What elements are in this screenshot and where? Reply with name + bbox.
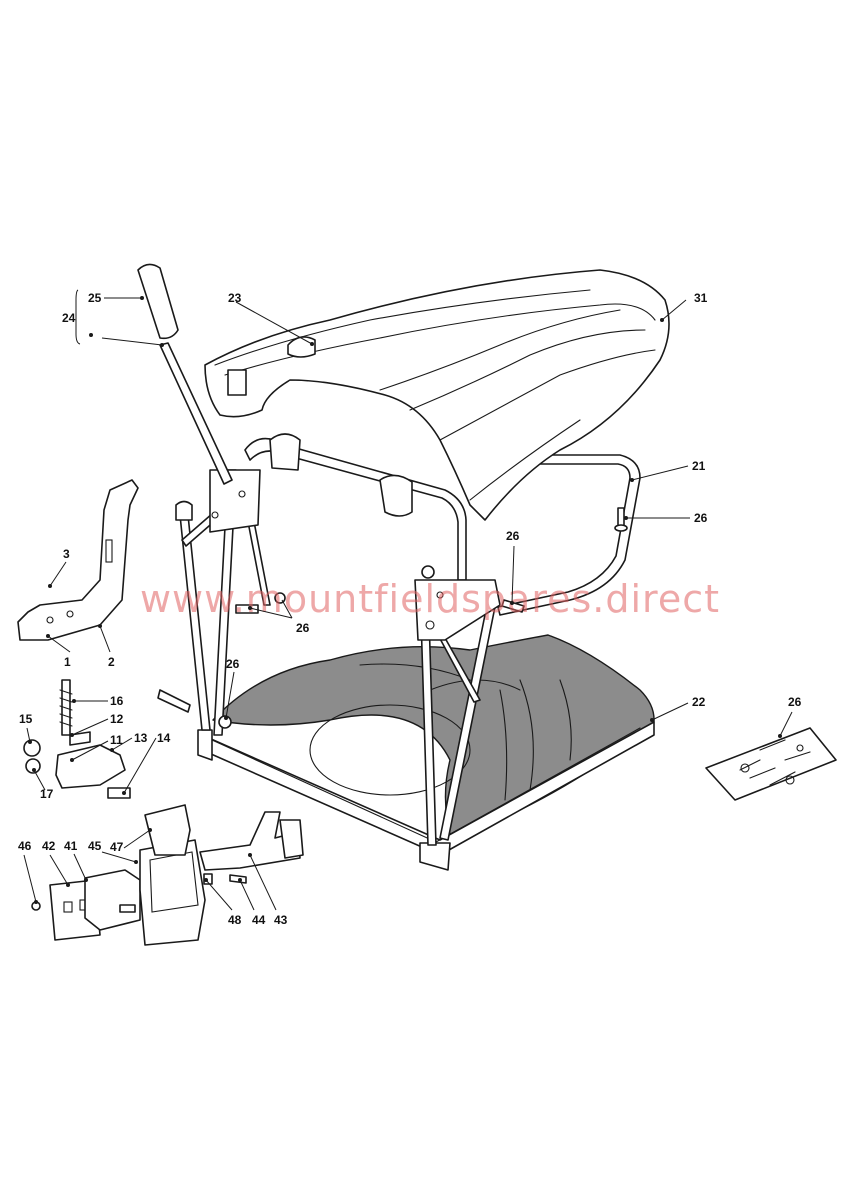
callout-47: 47 [110, 840, 124, 854]
hardware-bag-part [705, 727, 837, 801]
callout-12: 12 [110, 712, 124, 726]
frame-tubes-part [175, 433, 641, 846]
callout-41: 41 [64, 839, 78, 853]
callout-26-tray-bolt: 26 [694, 511, 708, 525]
callout-11: 11 [110, 733, 123, 747]
hood-cover-part [204, 269, 670, 521]
callout-44: 44 [252, 913, 266, 927]
callout-22: 22 [692, 695, 706, 709]
leader-lines [23, 289, 793, 911]
callout-43: 43 [274, 913, 288, 927]
callout-15: 15 [19, 712, 33, 726]
callout-25: 25 [88, 291, 102, 305]
callout-48: 48 [228, 913, 242, 927]
callout-2: 2 [108, 655, 115, 669]
watermark-text: www.mountfieldspares.direct [140, 577, 720, 621]
callout-26-hardware-bag: 26 [788, 695, 802, 709]
side-bracket-part [17, 479, 139, 641]
callout-1: 1 [64, 655, 71, 669]
callout-labels: 1 2 3 11 12 13 14 15 16 17 21 22 23 24 2… [18, 291, 802, 927]
callout-46: 46 [18, 839, 32, 853]
lever-handle-part [137, 263, 233, 485]
callout-3: 3 [63, 547, 70, 561]
callout-17: 17 [40, 787, 54, 801]
callout-26-frame-bolt: 26 [506, 529, 520, 543]
callout-23: 23 [228, 291, 242, 305]
loose-bolts-part [157, 507, 628, 729]
callout-42: 42 [42, 839, 56, 853]
callout-31: 31 [694, 291, 708, 305]
callout-26-base-bolt: 26 [226, 657, 240, 671]
callout-21: 21 [692, 459, 706, 473]
callout-26-side-bolts: 26 [296, 621, 310, 635]
callout-16: 16 [110, 694, 124, 708]
callout-24: 24 [62, 311, 76, 325]
callout-45: 45 [88, 839, 102, 853]
callout-13: 13 [134, 731, 148, 745]
latch-assembly-part [31, 804, 304, 946]
latch-cluster-part [23, 679, 131, 799]
callout-14: 14 [157, 731, 171, 745]
